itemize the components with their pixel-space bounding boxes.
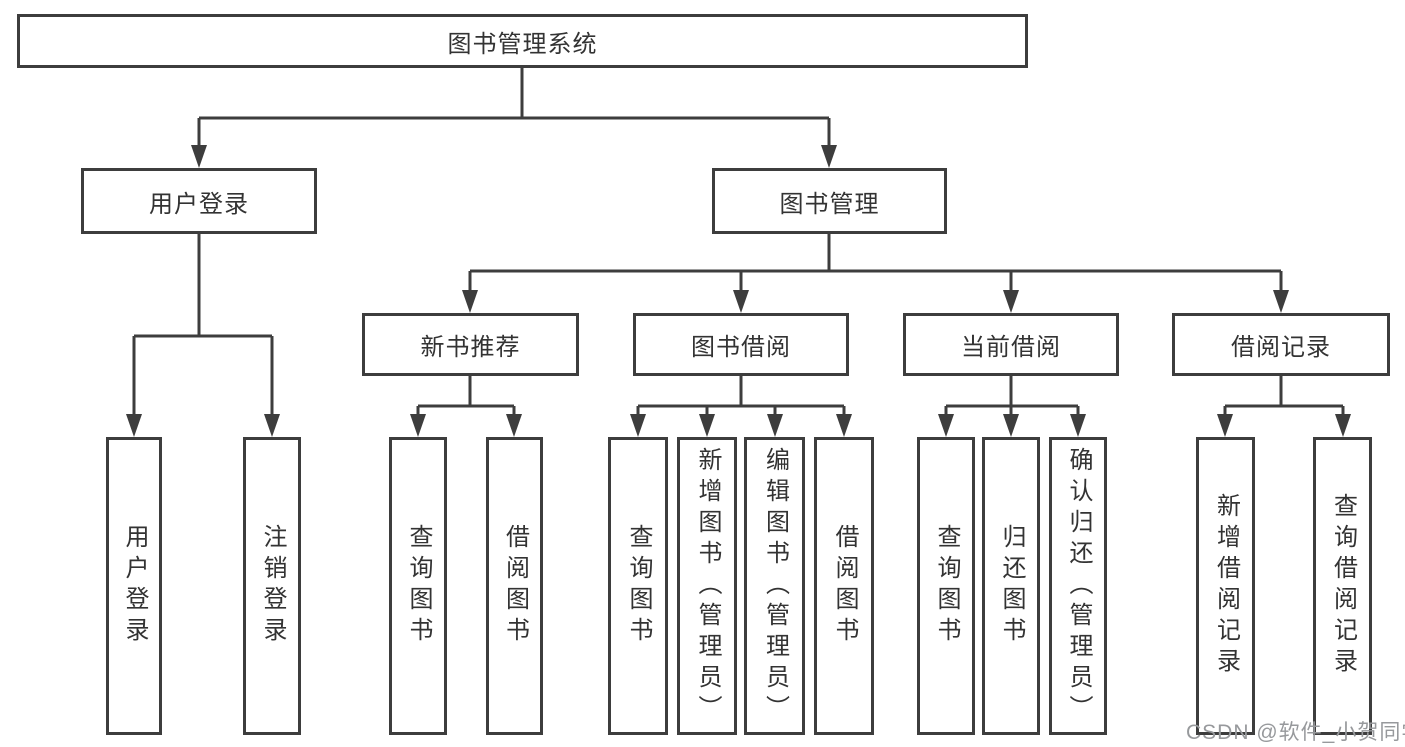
leaf-label: 借阅图书 [831,524,858,648]
node-current-borrowing: 当前借阅 [903,313,1119,376]
leaf-edit-book-admin: 编辑图书（管理员） [744,437,805,735]
leaf-label: 查询图书 [933,524,960,648]
node-label: 图书借阅 [691,334,791,361]
node-library-management-system: 图书管理系统 [17,14,1028,68]
connector-book-mgmt-children [462,234,1289,313]
leaf-label: 新增借阅记录 [1212,493,1240,679]
node-label: 图书管理 [779,190,880,218]
leaf-label: 用户登录 [121,524,148,648]
leaf-query-borrow-record: 查询借阅记录 [1313,437,1372,735]
leaf-label: 借阅图书 [501,524,529,648]
node-label: 新书推荐 [420,334,521,361]
node-book-management: 图书管理 [712,168,947,234]
node-book-borrowing: 图书借阅 [633,313,849,376]
node-borrowing-records: 借阅记录 [1172,313,1390,376]
node-label: 当前借阅 [961,334,1061,361]
leaf-add-book-admin: 新增图书（管理员） [677,437,737,735]
leaf-label: 查询图书 [625,524,652,648]
leaf-label: 编辑图书（管理员） [761,446,789,726]
connector-current-children [938,376,1086,437]
leaf-query-books-current: 查询图书 [917,437,975,735]
connector-borrowing-children [630,376,852,437]
node-user-login: 用户登录 [81,168,317,234]
node-label: 借阅记录 [1231,334,1331,361]
leaf-label: 确认归还（管理员） [1065,446,1092,726]
leaf-label: 新增图书（管理员） [694,446,721,726]
node-label: 用户登录 [149,190,249,218]
watermark: CSDN @软件_小贺同学 [1186,721,1405,744]
leaf-logout: 注销登录 [243,437,301,735]
leaf-label: 查询借阅记录 [1329,493,1357,679]
node-new-book-recommendation: 新书推荐 [362,313,579,376]
leaf-user-login: 用户登录 [106,437,162,735]
connector-user-login-children [126,234,280,437]
connector-new-book-children [410,376,522,437]
leaf-return-books: 归还图书 [982,437,1040,735]
leaf-add-borrow-record: 新增借阅记录 [1196,437,1255,735]
leaf-label: 查询图书 [405,524,432,648]
leaf-query-books-borrowing: 查询图书 [608,437,668,735]
leaf-confirm-return-admin: 确认归还（管理员） [1049,437,1107,735]
connector-records-children [1217,376,1351,437]
leaf-borrow-books-recommend: 借阅图书 [486,437,543,735]
leaf-label: 注销登录 [259,524,286,648]
leaf-borrow-books-borrowing: 借阅图书 [814,437,874,735]
node-label: 图书管理系统 [447,30,598,58]
leaf-label: 归还图书 [998,524,1025,648]
connector-root-to-branches [191,67,837,168]
leaf-query-books-recommend: 查询图书 [389,437,447,735]
